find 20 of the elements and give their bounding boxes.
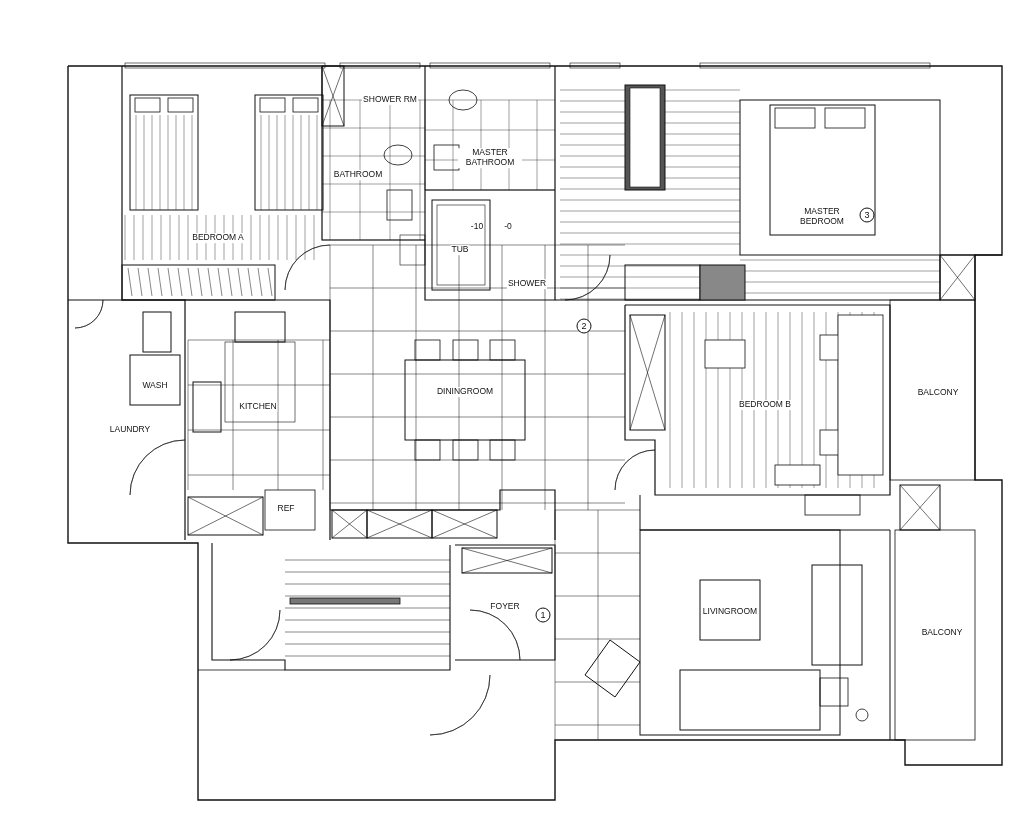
room-label: BEDROOM A [191,233,245,243]
room-label: FOYER [489,602,521,612]
room-label: TUB [450,245,470,255]
room-label: REF [276,504,296,514]
room-label: BALCONY [920,628,964,638]
room-label: LIVINGROOM [701,607,759,617]
room-label: BEDROOM B [738,400,792,410]
room-label: BATHROOM [332,170,384,180]
room-label: KITCHEN [238,402,278,412]
callout-number: 1 [535,607,551,623]
room-label: SHOWER RM [362,95,418,105]
room-label: -0 [503,222,513,232]
room-label: BALCONY [916,388,960,398]
room-label: DININGROOM [435,387,495,397]
room-label: SHOWER [506,279,548,289]
room-label: LAUNDRY [108,425,152,435]
room-label: MASTER BATHROOM [458,148,522,168]
callout-number: 2 [576,318,592,334]
room-label: WASH [141,381,169,391]
room-label: -10 [469,222,485,232]
